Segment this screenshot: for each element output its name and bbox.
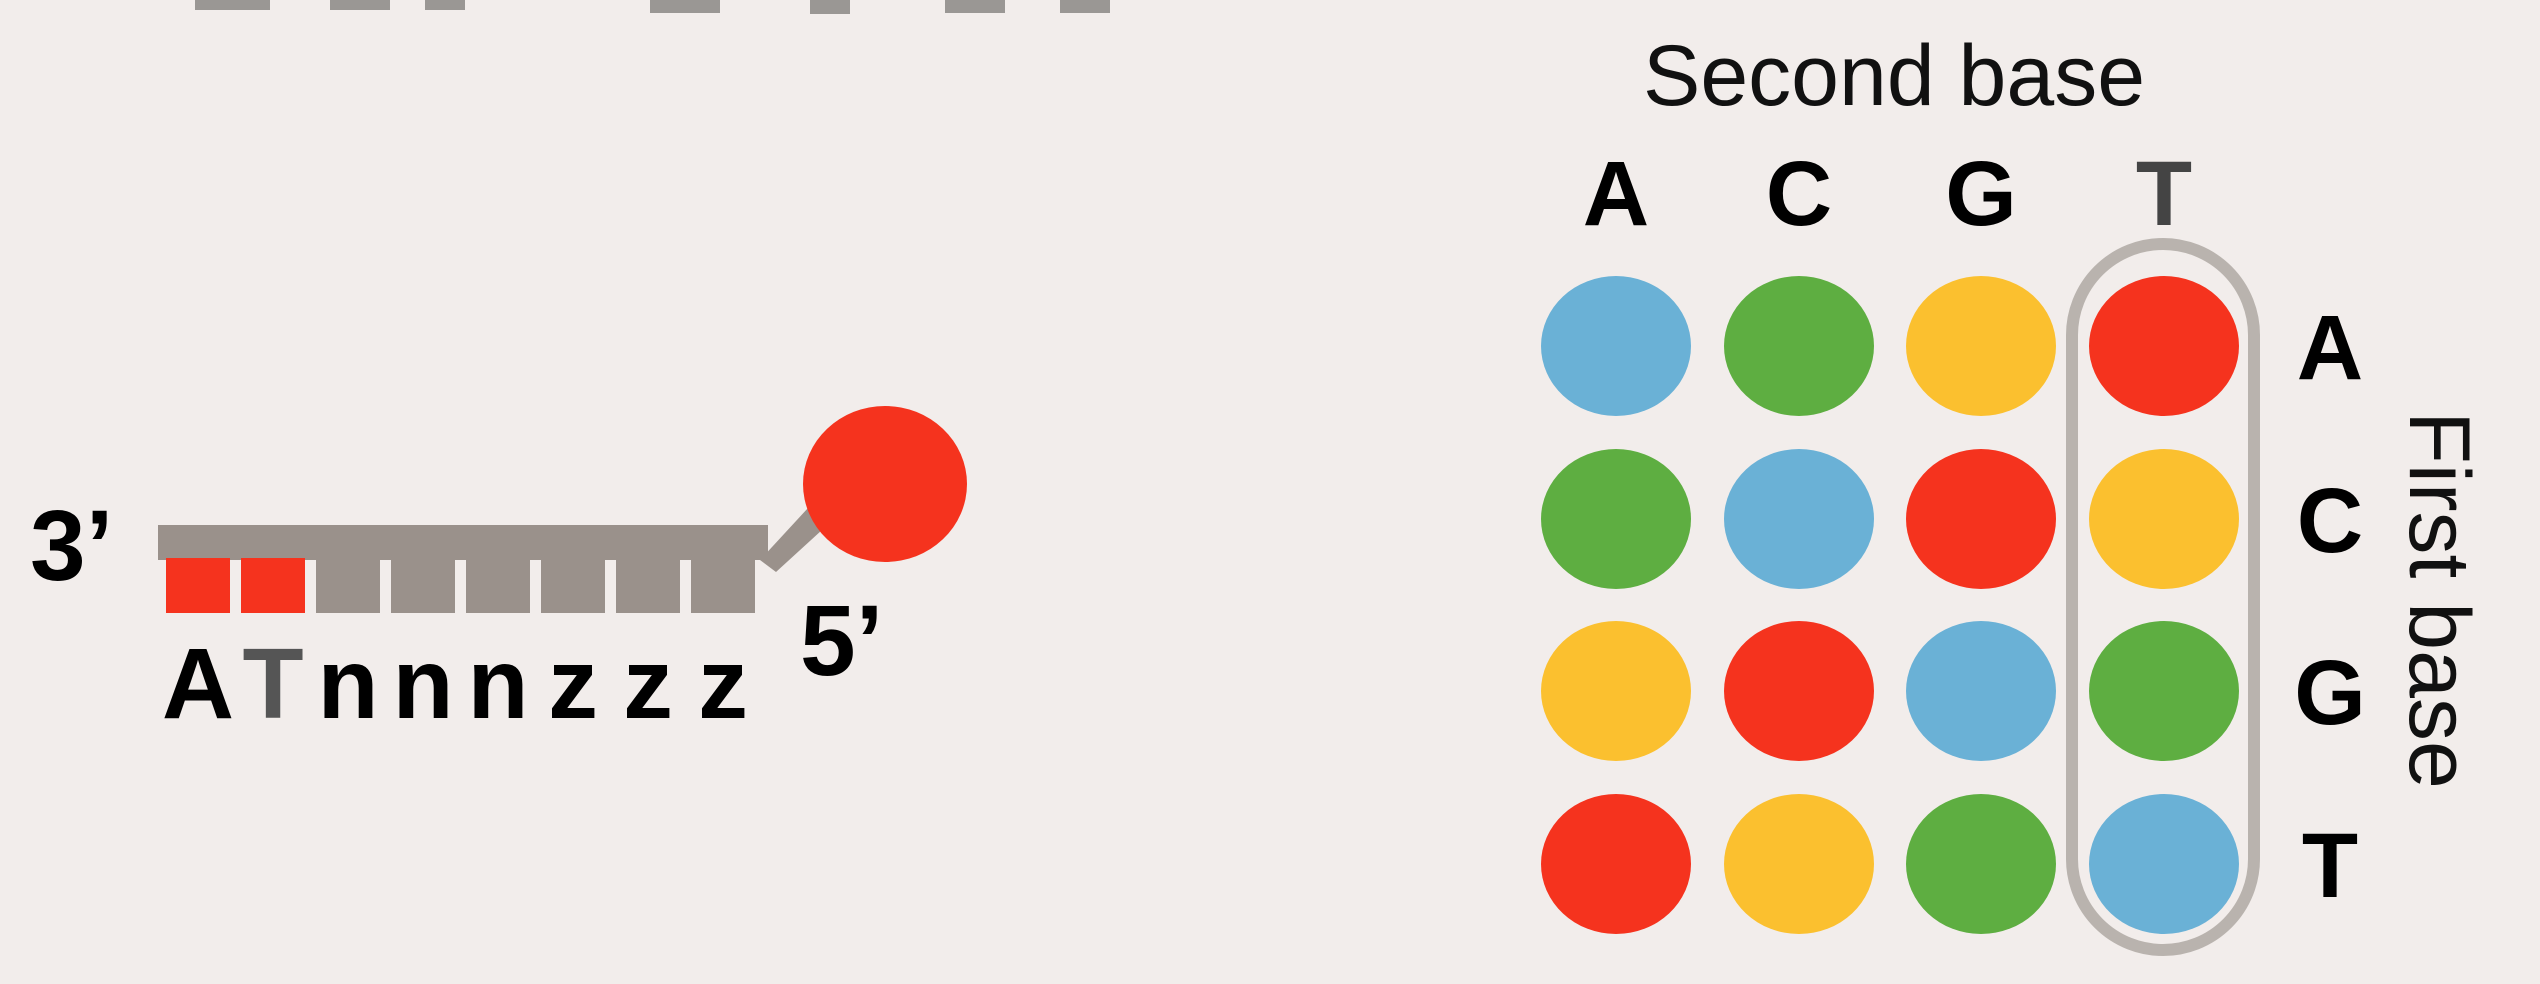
probe-sequence-letter: n <box>467 628 528 740</box>
probe-sequence-letter: z <box>698 628 748 740</box>
probe-sequence-letter: T <box>242 628 303 740</box>
probe-sequence-letter: z <box>623 628 673 740</box>
color-dot-aa <box>1541 276 1691 416</box>
color-dot-gc <box>1724 621 1874 761</box>
heading-stroke <box>945 0 1005 13</box>
color-dot-ac <box>1724 276 1874 416</box>
probe-base-block <box>616 558 680 613</box>
probe-base-block <box>241 558 305 613</box>
probe-base-blocks <box>166 558 755 613</box>
color-dot-ca <box>1541 449 1691 589</box>
probe-sequence-letter: n <box>317 628 378 740</box>
row-label-t: T <box>2302 815 2358 917</box>
color-dot-cg <box>1906 449 2056 589</box>
column-header-t: T <box>2136 143 2192 245</box>
probe-sequence-letter: z <box>548 628 598 740</box>
color-dot-ag <box>1906 276 2056 416</box>
five-prime-label: 5’ <box>800 585 883 697</box>
row-label-c: C <box>2297 470 2363 572</box>
column-header-c: C <box>1766 143 1832 245</box>
color-dot-tc <box>1724 794 1874 934</box>
row-label-g: G <box>2294 642 2366 744</box>
second-base-title: Second base <box>1643 28 2145 124</box>
color-dot-tt <box>2089 794 2239 934</box>
probe-base-block <box>316 558 380 613</box>
color-dot-ta <box>1541 794 1691 934</box>
heading-stroke <box>650 0 720 13</box>
heading-stroke <box>330 0 390 10</box>
three-prime-label: 3’ <box>30 490 113 602</box>
heading-stroke <box>1060 0 1110 13</box>
probe-base-block <box>691 558 755 613</box>
heading-stroke <box>195 0 270 10</box>
probe-sequence-letter: n <box>392 628 453 740</box>
probe-linker <box>760 508 822 572</box>
probe-base-block <box>391 558 455 613</box>
first-base-title: First base <box>2391 411 2487 789</box>
color-dot-ga <box>1541 621 1691 761</box>
color-dot-gt <box>2089 621 2239 761</box>
column-header-a: A <box>1583 143 1649 245</box>
highlighted-column-outline <box>2066 238 2260 956</box>
column-header-g: G <box>1945 143 2017 245</box>
color-dot-tg <box>1906 794 2056 934</box>
color-dots <box>1541 276 2239 934</box>
probe-base-block <box>166 558 230 613</box>
probe-base-block <box>466 558 530 613</box>
probe-sequence-letter: A <box>162 628 234 740</box>
probe-base-block <box>541 558 605 613</box>
row-label-a: A <box>2297 297 2363 399</box>
cropped-heading-fragment <box>195 0 1110 14</box>
color-dot-at <box>2089 276 2239 416</box>
fluorophore-dot <box>803 406 967 562</box>
probe-backbone <box>158 525 768 560</box>
color-dot-gg <box>1906 621 2056 761</box>
color-dot-cc <box>1724 449 1874 589</box>
heading-stroke <box>425 0 465 10</box>
heading-stroke <box>810 0 850 14</box>
color-dot-ct <box>2089 449 2239 589</box>
